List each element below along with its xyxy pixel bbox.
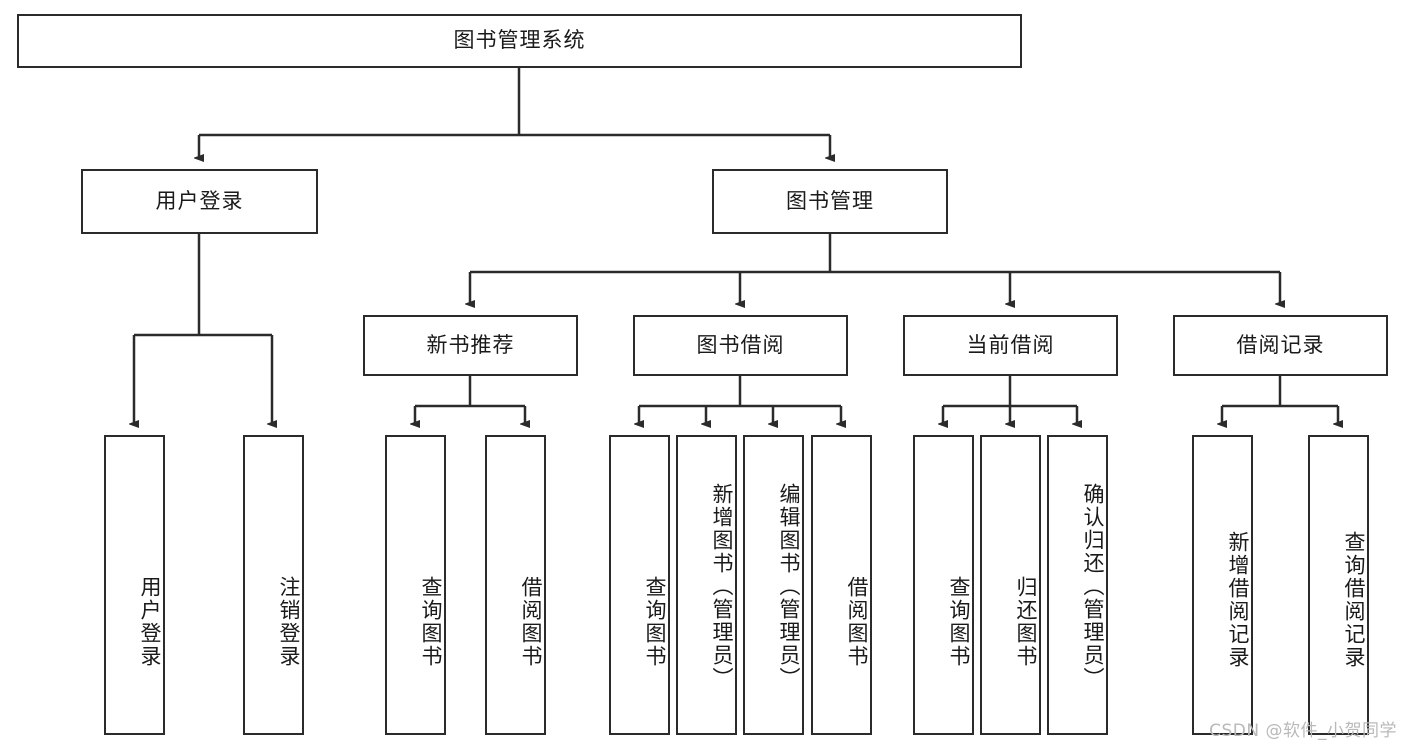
node-book-borrow[interactable]: 图书借阅 (633, 315, 848, 376)
leaf-query-book-2[interactable]: 查询图书 (609, 435, 670, 735)
leaf-return-book[interactable]: 归还图书 (980, 435, 1041, 735)
leaf-borrow-book-1[interactable]: 借阅图书 (485, 435, 546, 735)
leaf-borrow-book-2[interactable]: 借阅图书 (811, 435, 872, 735)
leaf-logout[interactable]: 注销登录 (243, 435, 304, 735)
node-root[interactable]: 图书管理系统 (17, 14, 1022, 68)
leaf-add-record[interactable]: 新增借阅记录 (1192, 435, 1253, 735)
node-user-login[interactable]: 用户登录 (81, 169, 318, 234)
leaf-add-book[interactable]: 新增图书（管理员） (676, 435, 737, 735)
leaf-query-record[interactable]: 查询借阅记录 (1308, 435, 1369, 735)
node-new-book-recommend[interactable]: 新书推荐 (363, 315, 578, 376)
node-book-manage[interactable]: 图书管理 (712, 169, 948, 234)
watermark-text: CSDN @软件_小贺同学 (1209, 721, 1397, 741)
leaf-user-login[interactable]: 用户登录 (104, 435, 165, 735)
leaf-edit-book[interactable]: 编辑图书（管理员） (743, 435, 804, 735)
node-borrow-record[interactable]: 借阅记录 (1173, 315, 1388, 376)
leaf-query-book-1[interactable]: 查询图书 (385, 435, 446, 735)
node-current-borrow[interactable]: 当前借阅 (903, 315, 1118, 376)
leaf-confirm-return[interactable]: 确认归还（管理员） (1047, 435, 1108, 735)
leaf-query-book-3[interactable]: 查询图书 (913, 435, 974, 735)
